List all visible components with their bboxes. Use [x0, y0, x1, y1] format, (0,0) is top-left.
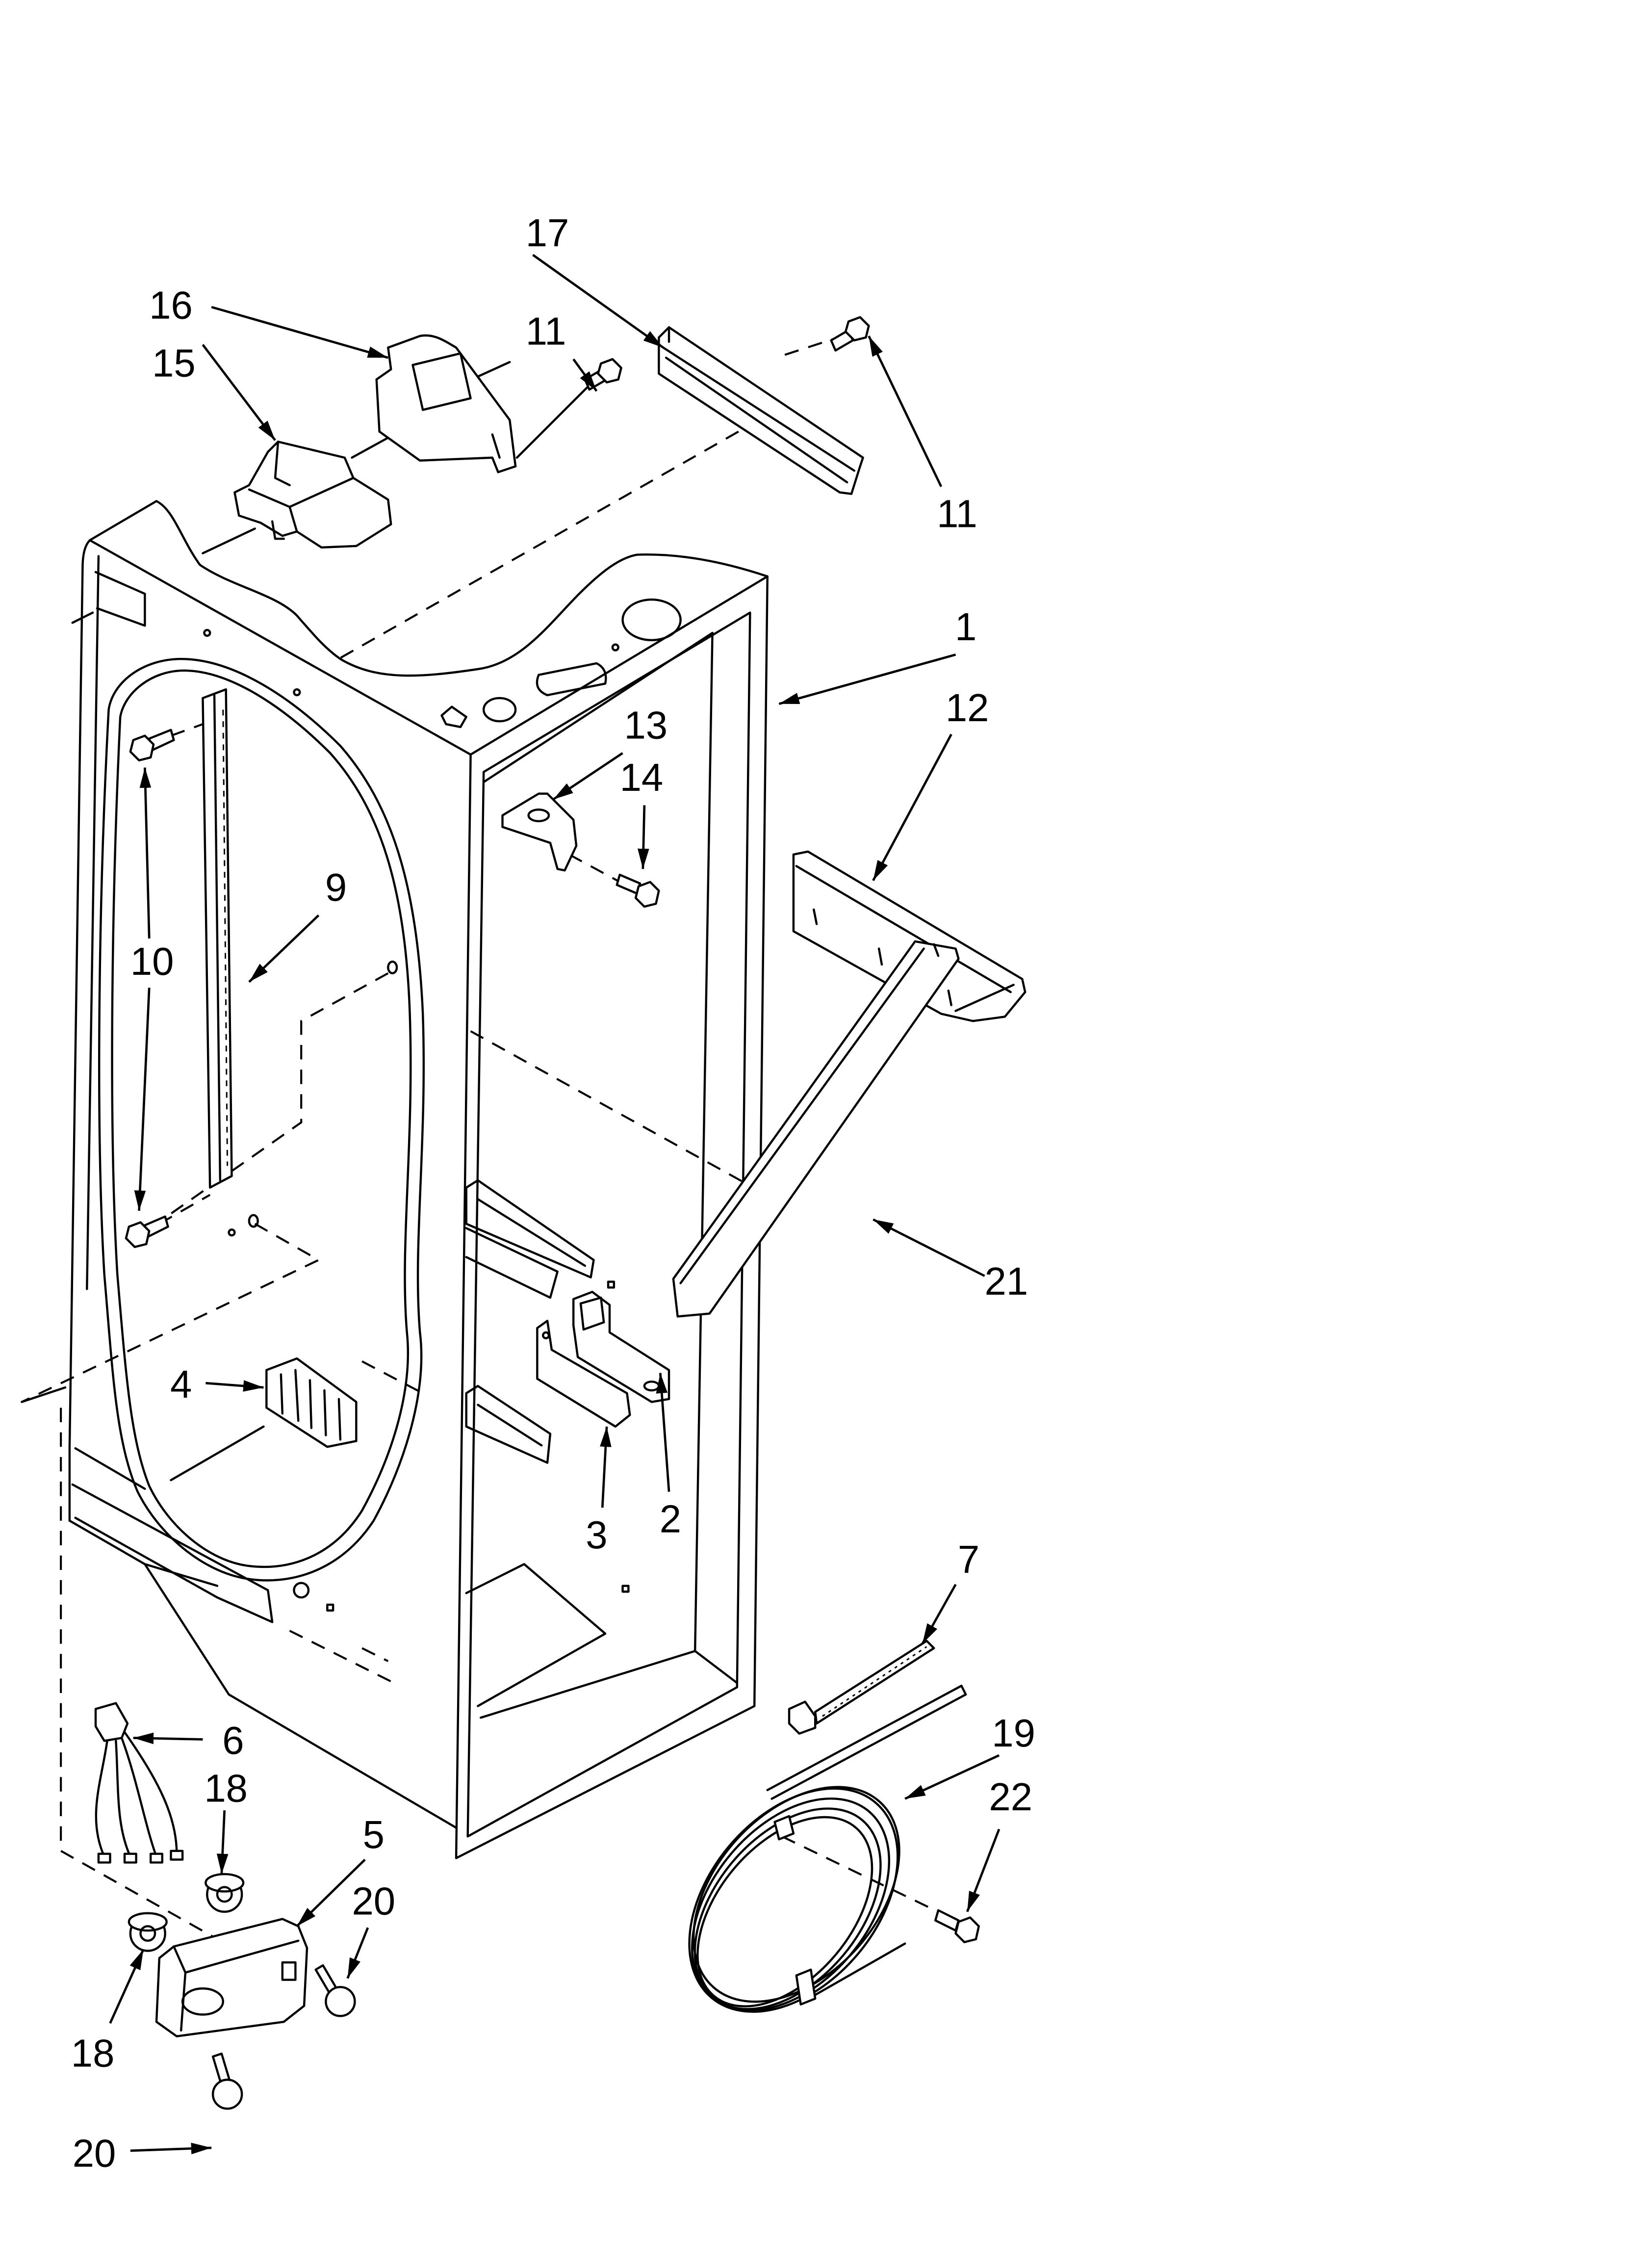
- assembly-dashed-lines: [21, 335, 945, 1942]
- callout-leaders: [109, 254, 1001, 2155]
- part-15-housing: [233, 441, 392, 549]
- part-11-screw-right: [830, 316, 870, 352]
- cabinet-liner: [68, 500, 769, 1859]
- part-12-channel: [792, 850, 1026, 1022]
- leader-17: [532, 254, 664, 349]
- callout-20-lower: 20: [73, 2131, 116, 2175]
- callout-labels: 17 16 11 15 11 1 12 13 14 9 10 21 4 3 2 …: [71, 211, 1035, 2175]
- part-7-cable-tie: [788, 1640, 935, 1735]
- callout-15: 15: [152, 341, 196, 385]
- leader-11-right: [868, 335, 943, 487]
- leader-10-up: [139, 767, 152, 939]
- part-13-bracket: [501, 792, 578, 872]
- part-3-strip: [536, 1320, 631, 1428]
- callout-18-upper: 18: [204, 1766, 248, 1810]
- callout-1: 1: [955, 605, 976, 649]
- callout-9: 9: [325, 865, 347, 909]
- callout-7: 7: [958, 1538, 979, 1581]
- callout-4: 4: [170, 1362, 192, 1406]
- leader-16: [211, 306, 388, 359]
- leader-2: [656, 1373, 670, 1492]
- part-5-housing: [155, 1918, 308, 2037]
- leader-6: [133, 1732, 203, 1745]
- callout-18-lower: 18: [71, 2032, 115, 2075]
- leader-15: [202, 344, 276, 441]
- part-20-pin-upper: [314, 1964, 356, 2017]
- leader-13: [552, 752, 623, 801]
- part-17-strip: [658, 326, 864, 495]
- callout-6: 6: [222, 1719, 244, 1762]
- callout-19: 19: [992, 1711, 1035, 1755]
- part-4-grille: [265, 1357, 358, 1448]
- leader-20-lower: [130, 2142, 212, 2155]
- callout-10: 10: [130, 939, 174, 983]
- leader-18-lower: [109, 1949, 145, 2024]
- callout-3: 3: [586, 1513, 607, 1557]
- leader-3: [600, 1426, 612, 1508]
- callout-11-top: 11: [526, 310, 566, 353]
- part-19-tubing-coil: [688, 1685, 967, 2013]
- part-18-grommet-lower: [128, 1912, 168, 1952]
- callout-2: 2: [660, 1497, 681, 1540]
- callout-11-right: 11: [937, 492, 977, 536]
- leader-4: [205, 1380, 264, 1392]
- part-20-pin-lower: [211, 2052, 243, 2110]
- callout-13: 13: [624, 704, 667, 747]
- leader-5: [296, 1858, 366, 1927]
- leader-10-down: [134, 988, 151, 1211]
- part-6-wire-harness: [94, 1702, 184, 1864]
- part-10-screw-lower: [125, 1215, 169, 1248]
- leader-1: [778, 653, 956, 705]
- callout-16: 16: [149, 283, 193, 327]
- callout-21: 21: [985, 1259, 1028, 1303]
- callout-17: 17: [526, 211, 569, 255]
- part-11-screw-top: [584, 358, 622, 391]
- part-18-grommet-upper: [205, 1873, 245, 1913]
- leader-7: [921, 1584, 957, 1644]
- leader-22: [966, 1828, 1001, 1912]
- part-10-screw-upper: [129, 729, 175, 762]
- leader-19: [904, 1754, 1000, 1800]
- part-16-bracket: [375, 334, 517, 473]
- callout-14: 14: [620, 756, 664, 799]
- part-9-rail: [202, 688, 233, 1189]
- leader-14: [638, 805, 649, 869]
- leader-9: [248, 914, 320, 983]
- callout-12: 12: [946, 686, 989, 730]
- callout-5: 5: [363, 1813, 385, 1856]
- leader-20-upper: [346, 1927, 369, 1979]
- leader-11-top: [572, 358, 598, 392]
- part-22-screw: [934, 1909, 980, 1943]
- leader-21: [872, 1218, 985, 1277]
- part-21-bar: [672, 940, 960, 1318]
- leader-12: [872, 733, 952, 881]
- leader-18-upper: [216, 1810, 229, 1875]
- part-14-screw: [616, 873, 660, 908]
- callout-22: 22: [989, 1775, 1032, 1819]
- callout-20-upper: 20: [352, 1879, 395, 1923]
